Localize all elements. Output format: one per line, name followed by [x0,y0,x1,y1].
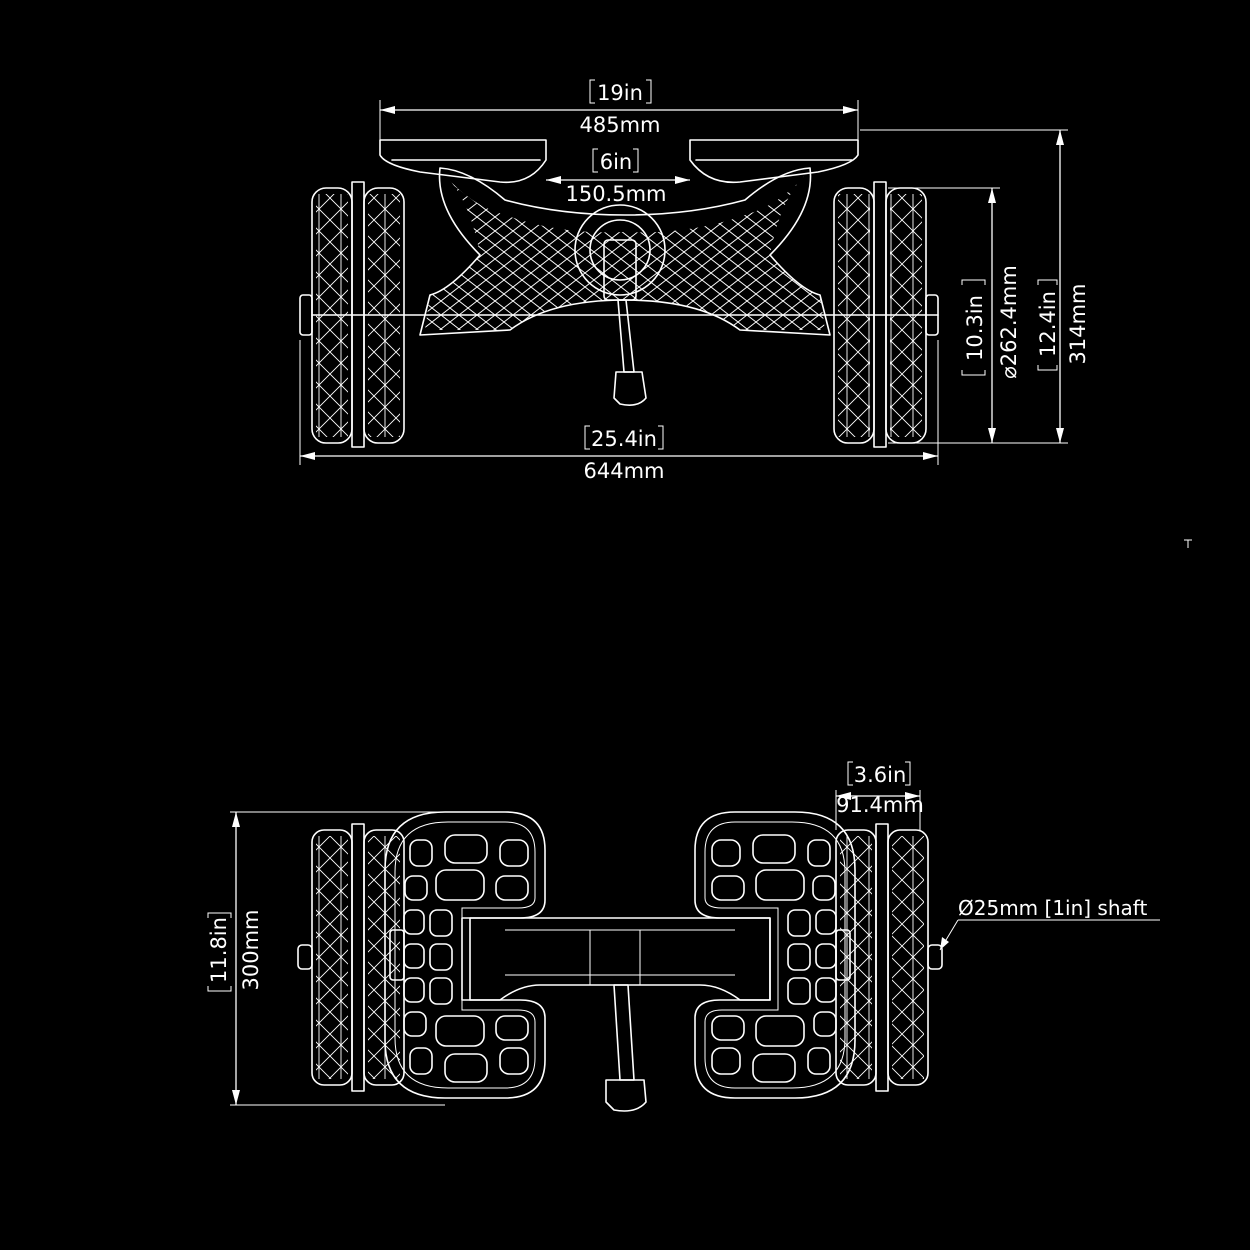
right-wheel-top [835,823,943,1092]
dim-overall-height-mm: 314mm [1066,284,1090,365]
dim-overall-height-in: 12.4in [1036,291,1060,357]
left-wheel-top [297,823,405,1092]
center-bar-top [389,917,851,1001]
dim-inner-width: 6in 150.5mm [546,148,690,206]
stray-mark [1184,539,1192,548]
dim-overall-width: 25.4in 644mm [299,340,939,483]
dim-length: 11.8in 300mm [207,811,445,1106]
dim-wheel-width-in: 3.6in [854,763,907,787]
top-view: 11.8in 300mm 3.6in 91.4mm Ø25mm [1in] sh… [207,761,1160,1112]
shaft-callout: Ø25mm [1in] shaft [939,896,1160,951]
dim-length-in: 11.8in [207,917,231,983]
dim-inner-width-mm: 150.5mm [565,182,666,206]
right-pad-top [694,811,856,1099]
dim-wheel-diameter-mm: ⌀262.4mm [997,265,1021,379]
left-pad-top [384,811,546,1099]
dim-overall-width-mm: 644mm [584,459,665,483]
dim-inner-width-in: 6in [600,150,633,174]
dim-wheel-diameter-in: 10.3in [963,295,987,361]
kickstand-front [613,299,647,406]
dim-overall-height: 12.4in 314mm [860,129,1090,444]
dim-wheel-width: 3.6in 91.4mm [835,761,924,830]
cradle-pads-front [379,139,859,184]
dim-wheel-width-mm: 91.4mm [836,793,924,817]
dim-top-width-mm: 485mm [580,113,661,137]
shaft-note: Ø25mm [1in] shaft [958,896,1147,920]
dim-wheel-diameter: 10.3in ⌀262.4mm [888,187,1021,444]
front-view: 19in 485mm 6in 150.5mm 25.4in 644mm [299,79,1090,483]
dim-top-width-in: 19in [597,81,643,105]
kickstand-top [605,984,647,1112]
dim-top-width: 19in 485mm [379,79,859,140]
dim-length-mm: 300mm [239,910,263,991]
dim-overall-width-in: 25.4in [591,427,657,451]
